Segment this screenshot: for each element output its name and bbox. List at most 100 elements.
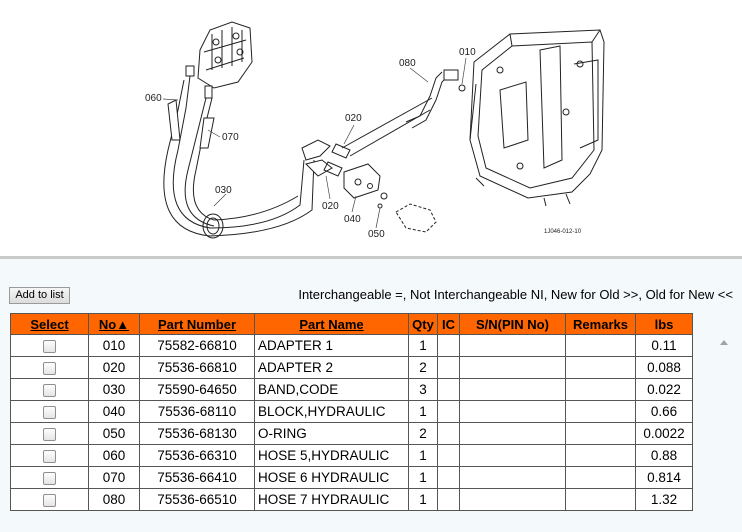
select-cell xyxy=(10,444,89,467)
leader-lines xyxy=(162,57,467,229)
select-checkbox[interactable] xyxy=(43,405,56,419)
lbs-cell: 0.0022 xyxy=(635,422,693,445)
scroll-up-arrow-icon[interactable] xyxy=(720,340,728,345)
callout-040: 040 xyxy=(344,214,361,225)
select-checkbox[interactable] xyxy=(43,383,56,397)
select-checkbox[interactable] xyxy=(43,427,56,441)
qty-column-header: Qty xyxy=(408,313,438,335)
part-name-cell: ADAPTER 2 xyxy=(254,356,409,379)
sn-cell xyxy=(459,378,566,401)
callout-020-top: 020 xyxy=(345,113,362,124)
qty-cell: 3 xyxy=(408,378,438,401)
callout-080: 080 xyxy=(399,58,416,69)
no-cell: 080 xyxy=(88,488,140,511)
no-cell: 050 xyxy=(88,422,140,445)
interchangeability-legend: Interchangeable =, Not Interchangeable N… xyxy=(298,287,733,302)
no-cell: 060 xyxy=(88,444,140,467)
callout-030: 030 xyxy=(215,185,232,196)
remarks-cell xyxy=(565,466,636,489)
remarks-cell xyxy=(565,488,636,511)
ic-cell xyxy=(437,466,460,489)
part-number-cell: 75536-66510 xyxy=(139,488,255,511)
ic-cell xyxy=(437,422,460,445)
sn-cell xyxy=(459,444,566,467)
no-cell: 030 xyxy=(88,378,140,401)
ic-cell xyxy=(437,378,460,401)
select-checkbox[interactable] xyxy=(43,361,56,375)
parts-table: Select No▲ Part Number Part Name Qty IC … xyxy=(10,313,693,511)
part-number-cell: 75536-68130 xyxy=(139,422,255,445)
select-cell xyxy=(10,356,89,379)
no-cell: 020 xyxy=(88,356,140,379)
select-checkbox[interactable] xyxy=(43,339,56,353)
qty-cell: 1 xyxy=(408,400,438,423)
add-to-list-button[interactable]: Add to list xyxy=(9,287,70,304)
callout-010: 010 xyxy=(459,47,476,58)
select-checkbox[interactable] xyxy=(43,493,56,507)
part-name-cell: BLOCK,HYDRAULIC xyxy=(254,400,409,423)
section-divider xyxy=(0,256,742,259)
remarks-column-header: Remarks xyxy=(565,313,636,335)
table-header-row: Select No▲ Part Number Part Name Qty IC … xyxy=(10,313,693,335)
sn-cell xyxy=(459,334,566,357)
qty-cell: 2 xyxy=(408,356,438,379)
part-number-cell: 75536-66810 xyxy=(139,356,255,379)
lbs-cell: 1.32 xyxy=(635,488,693,511)
ic-column-header: IC xyxy=(437,313,460,335)
callout-070: 070 xyxy=(222,132,239,143)
part-name-column-header[interactable]: Part Name xyxy=(254,313,409,335)
part-number-cell: 75536-66410 xyxy=(139,466,255,489)
select-checkbox[interactable] xyxy=(43,449,56,463)
no-column-header[interactable]: No▲ xyxy=(88,313,140,335)
sn-cell xyxy=(459,422,566,445)
lbs-cell: 0.66 xyxy=(635,400,693,423)
part-name-cell: HOSE 7 HYDRAULIC xyxy=(254,488,409,511)
lbs-cell: 0.88 xyxy=(635,444,693,467)
part-number-cell: 75590-64650 xyxy=(139,378,255,401)
lbs-cell: 0.11 xyxy=(635,334,693,357)
part-number-cell: 75536-68110 xyxy=(139,400,255,423)
ic-cell xyxy=(437,488,460,511)
select-cell xyxy=(10,422,89,445)
part-name-cell: HOSE 6 HYDRAULIC xyxy=(254,466,409,489)
parts-diagram: 010 020 020 030 040 050 060 070 080 1J04… xyxy=(0,0,742,255)
qty-cell: 1 xyxy=(408,334,438,357)
select-cell xyxy=(10,466,89,489)
part-number-cell: 75536-66310 xyxy=(139,444,255,467)
ic-cell xyxy=(437,356,460,379)
transmission-case-drawing xyxy=(469,29,605,207)
lbs-column-header: lbs xyxy=(635,313,693,335)
qty-cell: 1 xyxy=(408,444,438,467)
select-checkbox[interactable] xyxy=(43,471,56,485)
remarks-cell xyxy=(565,334,636,357)
sn-cell xyxy=(459,400,566,423)
sn-cell xyxy=(459,466,566,489)
select-column-header[interactable]: Select xyxy=(10,313,89,335)
part-number-column-header[interactable]: Part Number xyxy=(139,313,255,335)
part-number-cell: 75582-66810 xyxy=(139,334,255,357)
sn-cell xyxy=(459,356,566,379)
part-name-cell: HOSE 5,HYDRAULIC xyxy=(254,444,409,467)
callout-060: 060 xyxy=(145,93,162,104)
part-name-cell: ADAPTER 1 xyxy=(254,334,409,357)
lbs-cell: 0.814 xyxy=(635,466,693,489)
qty-cell: 1 xyxy=(408,488,438,511)
remarks-cell xyxy=(565,422,636,445)
sn-column-header: S/N(PIN No) xyxy=(459,313,566,335)
valve-block-drawing xyxy=(185,21,253,99)
lbs-cell: 0.022 xyxy=(635,378,693,401)
callout-050: 050 xyxy=(368,229,385,240)
part-name-cell: BAND,CODE xyxy=(254,378,409,401)
ic-cell xyxy=(437,334,460,357)
hose-lines-drawing xyxy=(163,75,315,239)
remarks-cell xyxy=(565,356,636,379)
remarks-cell xyxy=(565,378,636,401)
remarks-cell xyxy=(565,444,636,467)
